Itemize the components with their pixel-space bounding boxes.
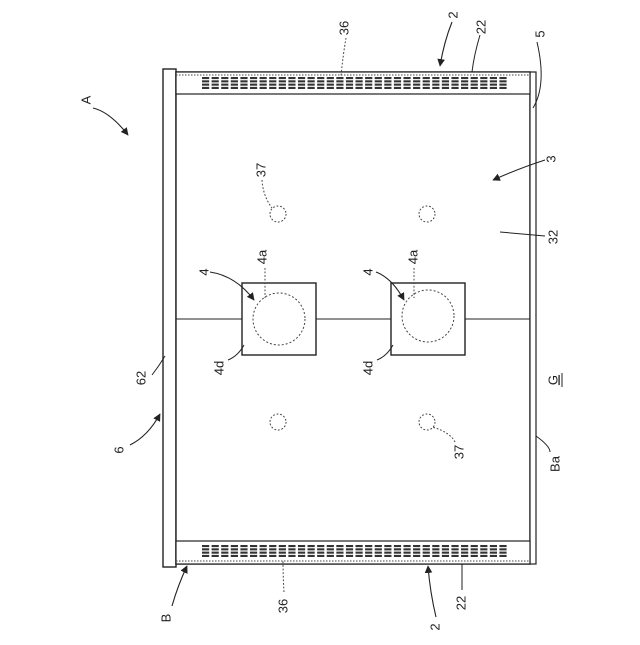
leader-6-arrow bbox=[130, 414, 160, 445]
label-2-bottom: 2 bbox=[427, 623, 442, 630]
label-36-top: 36 bbox=[336, 21, 351, 35]
leader-22-top bbox=[472, 35, 480, 72]
frame-bar-6 bbox=[163, 69, 176, 567]
label-36-bottom: 36 bbox=[275, 599, 290, 613]
label-32: 32 bbox=[545, 230, 560, 244]
leader-A-arrow bbox=[93, 108, 128, 135]
label-Ba: Ba bbox=[547, 455, 562, 472]
label-62: 62 bbox=[133, 371, 148, 385]
label-2-top: 2 bbox=[445, 11, 460, 18]
label-3: 3 bbox=[543, 155, 558, 162]
label-4-left: 4 bbox=[196, 268, 211, 275]
label-5: 5 bbox=[532, 30, 547, 37]
leader-2-bottom-arrow bbox=[428, 566, 436, 617]
label-B: B bbox=[158, 614, 173, 623]
leader-Ba bbox=[536, 436, 550, 452]
unit-4-right-box bbox=[391, 283, 465, 355]
label-4-right: 4 bbox=[360, 268, 375, 275]
label-4a-right: 4a bbox=[405, 249, 420, 264]
label-37-bottom: 37 bbox=[451, 445, 466, 459]
label-4a-left: 4a bbox=[254, 249, 269, 264]
side-strip-5 bbox=[530, 72, 536, 564]
label-37-top: 37 bbox=[253, 163, 268, 177]
label-22-bottom: 22 bbox=[453, 596, 468, 610]
label-22-top: 22 bbox=[473, 20, 488, 34]
label-4d-right: 4d bbox=[360, 361, 375, 375]
leader-2-top-arrow bbox=[440, 22, 452, 66]
leader-36-top bbox=[341, 38, 346, 76]
label-6: 6 bbox=[111, 446, 126, 453]
leader-B-arrow bbox=[172, 566, 187, 606]
label-A: A bbox=[78, 95, 93, 104]
label-G: G bbox=[545, 375, 560, 385]
housing-body-3 bbox=[176, 72, 530, 564]
label-4d-left: 4d bbox=[211, 361, 226, 375]
leader-36-bottom bbox=[283, 560, 284, 592]
